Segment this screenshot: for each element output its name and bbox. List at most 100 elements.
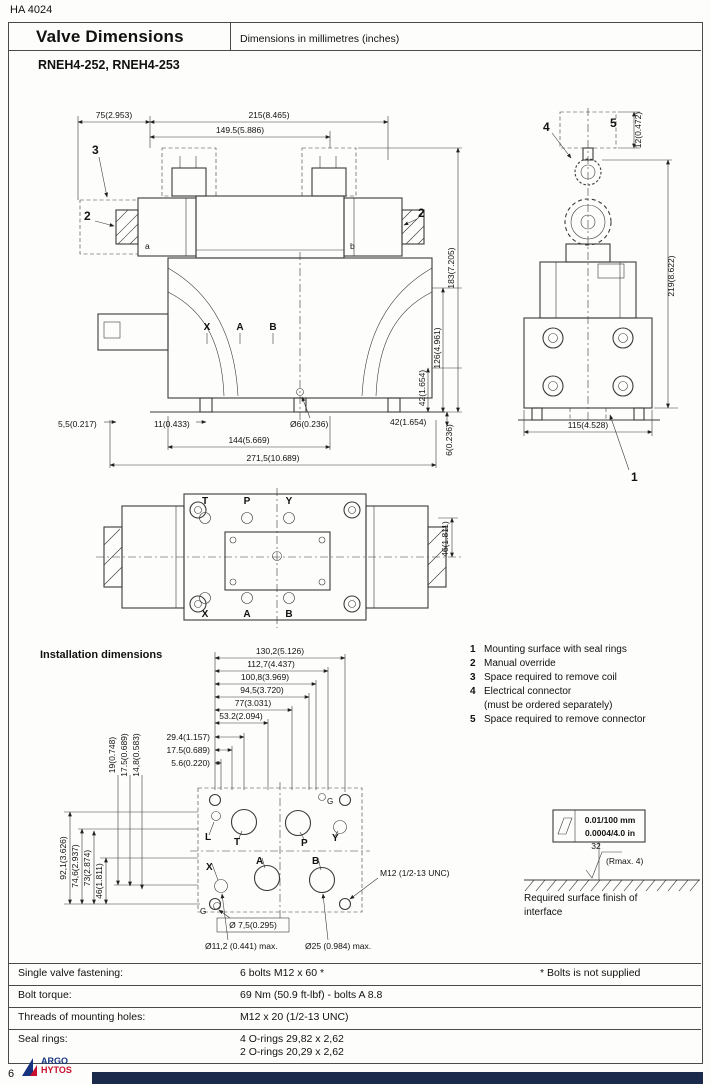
dim-dia6: Ø6(0.236) (290, 419, 328, 429)
legend-item-4b: (must be ordered separately) (470, 700, 702, 711)
inst-dim-77: 77(3.031) (235, 698, 272, 708)
legend-text: Electrical connector (484, 686, 572, 697)
table-line (8, 985, 701, 986)
inst-port-x: X (206, 862, 213, 873)
legend-item-2: 2 Manual override (470, 658, 702, 669)
bolt-hole (208, 897, 222, 911)
table-row-label: Threads of mounting holes: (18, 1011, 146, 1023)
callout-5: 5 (610, 116, 617, 130)
title-cell-divider (230, 22, 231, 50)
bolt-hole (338, 897, 352, 911)
inst-port-g1: G (327, 797, 333, 806)
table-row-value: 6 bolts M12 x 60 * (240, 967, 325, 979)
inst-dim-29: 29.4(1.157) (167, 732, 211, 742)
table-row-label: Seal rings: (18, 1033, 68, 1045)
bolt-hole (208, 793, 222, 807)
legend: 1 Mounting surface with seal rings 2 Man… (470, 644, 702, 725)
surface-finish-caption-2: interface (524, 907, 563, 918)
port-label-b: B (269, 322, 276, 333)
solenoid-label-a: a (145, 241, 150, 251)
port-field (224, 531, 331, 591)
hole-pilot-label: Ø 7,5(0.295) (229, 920, 277, 930)
inst-dim-53: 53.2(2.094) (219, 711, 263, 721)
port-label-x2: X (202, 609, 209, 620)
inst-port-l: L (205, 832, 211, 843)
inst-dim-100: 100,8(3.969) (241, 672, 289, 682)
dim-183: 183(7.205) (446, 247, 456, 288)
logo-wordmark: ARGO HYTOS (41, 1057, 72, 1075)
hole-xy-label: Ø11,2 (0.441) max. (205, 941, 278, 951)
port-label-p: P (244, 496, 251, 507)
port-hole-g2 (213, 902, 221, 910)
dim-75: 75(2.953) (96, 110, 133, 120)
drain-hole (296, 388, 304, 396)
roughness-note: (Rmax. 4) (606, 856, 643, 866)
port-hole-p (284, 809, 312, 837)
doc-code: HA 4024 (10, 4, 53, 16)
dim-215: 215(8.465) (248, 110, 289, 120)
roughness-icon (585, 851, 622, 879)
dim-126: 126(4.961) (432, 327, 442, 368)
bolts-note: * Bolts is not supplied (540, 967, 641, 979)
dim-11: 11(0.433) (154, 419, 190, 429)
surface-hatching (524, 879, 700, 892)
legend-num (470, 700, 484, 711)
inst-dim-112: 112,7(4.437) (247, 659, 295, 669)
port-hole-b (308, 866, 336, 894)
logo-argo: ARGO (41, 1056, 68, 1066)
legend-item-1: 1 Mounting surface with seal rings (470, 644, 702, 655)
legend-num: 4 (470, 686, 476, 697)
dim-115: 115(4.528) (568, 420, 609, 430)
legend-text: Manual override (484, 658, 556, 669)
table-row-label: Single valve fastening: (18, 967, 124, 979)
port-hole-a (253, 864, 281, 892)
port-label-x: X (204, 322, 211, 333)
legend-text: Space required to remove connector (484, 714, 646, 725)
inst-dim-5: 5.6(0.220) (171, 758, 210, 768)
hole-main-label: Ø25 (0.984) max. (305, 941, 371, 951)
inst-dim-74: 74,6(2.937) (70, 844, 80, 888)
inst-port-a: A (256, 856, 263, 867)
legend-num: 3 (470, 672, 476, 683)
terminal-box-a (161, 147, 217, 197)
flatness-icon (557, 817, 573, 835)
table-row-value-2: 2 O-rings 20,29 x 2,62 (240, 1046, 344, 1058)
table-line (8, 1007, 701, 1008)
port-hole-x (214, 879, 228, 893)
bottom-view-drawing: T P Y X A B 46(1.811) (96, 488, 462, 628)
table-line (8, 1029, 701, 1030)
solenoid-label-b: b (350, 241, 355, 251)
inst-port-p: P (301, 838, 308, 849)
legend-item-3: 3 Space required to remove coil (470, 672, 702, 683)
inst-port-g2: G (200, 907, 206, 916)
roughness-value: 32 (591, 841, 601, 851)
legend-num: 1 (470, 644, 476, 655)
callout-4: 4 (543, 120, 550, 134)
callout-2-left: 2 (84, 209, 91, 223)
front-view-drawing: X A B a b 3 2 2 75(2.953) 215(8.465) (58, 110, 462, 468)
inst-dim-14-8: 14,8(0.583) (131, 733, 141, 777)
port-label-a: A (236, 322, 243, 333)
port-hole-l (211, 811, 221, 821)
legend-num: 2 (470, 658, 476, 669)
flatness-mm: 0.01/100 mm (585, 815, 636, 825)
side-view-drawing: 4 5 12(0.472) (518, 108, 678, 484)
hole-pilot-box (216, 917, 290, 933)
inst-dim-19: 19(0.748) (107, 737, 117, 774)
flatness-in: 0.0004/4.0 in (585, 828, 635, 838)
port-hole-t (230, 808, 258, 836)
callout-2-right: 2 (418, 206, 425, 220)
inst-dim-46: 46(1.811) (94, 863, 104, 899)
inst-dim-17-5: 17.5(0.689) (119, 733, 129, 777)
thread-note: M12 (1/2-13 UNC) (380, 868, 450, 878)
valve-body (195, 195, 345, 259)
inst-dim-94: 94,5(3.720) (240, 685, 284, 695)
logo-hytos: HYTOS (41, 1065, 72, 1075)
table-row-value: 69 Nm (50.9 ft-lbf) - bolts A 8.8 (240, 989, 383, 1001)
logo-sails-icon (22, 1056, 38, 1076)
callout-1: 1 (631, 470, 638, 484)
legend-text: (must be ordered separately) (484, 700, 613, 711)
port-hole-y (333, 820, 347, 834)
